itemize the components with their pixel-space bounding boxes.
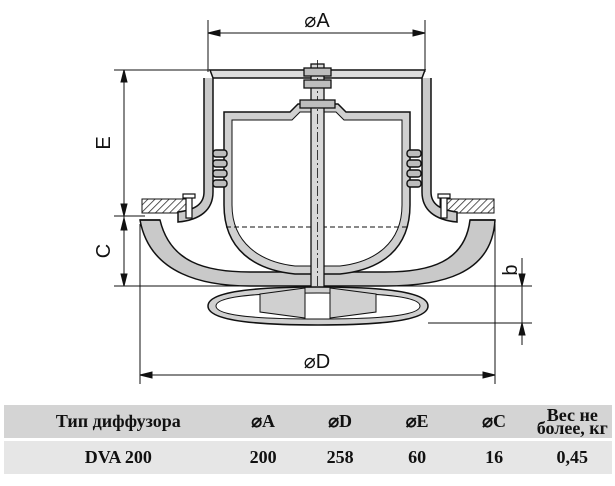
dimension-b xyxy=(388,258,532,345)
cell-e: 60 xyxy=(378,441,456,474)
bellows-left xyxy=(212,149,228,188)
spec-table: Тип диффузора ⌀A ⌀D ⌀E ⌀C Вес не более, … xyxy=(4,402,612,477)
ceiling-panel-right xyxy=(439,198,495,214)
diffuser-drawing: ⌀A xyxy=(93,10,532,384)
header-d: ⌀D xyxy=(301,405,379,438)
cell-weight: 0,45 xyxy=(532,441,612,474)
dimension-e xyxy=(114,69,212,217)
header-a: ⌀A xyxy=(224,405,302,438)
cell-c: 16 xyxy=(455,441,533,474)
mounting-screw-right xyxy=(437,193,451,219)
bellows-right xyxy=(406,149,422,188)
cell-type: DVA 200 xyxy=(4,441,225,474)
dimension-d xyxy=(139,224,496,384)
table-row: DVA 200 200 258 60 16 0,45 xyxy=(4,441,612,474)
dimension-c xyxy=(114,216,250,287)
dimension-b-label: b xyxy=(500,264,522,275)
dimension-a xyxy=(207,20,426,72)
dimension-c-label: C xyxy=(93,244,115,258)
cell-d: 258 xyxy=(301,441,379,474)
header-weight: Вес не более, кг xyxy=(532,405,612,438)
header-e: ⌀E xyxy=(378,405,456,438)
mounting-screw-left xyxy=(182,193,196,219)
header-c: ⌀C xyxy=(455,405,533,438)
dimension-e-label: E xyxy=(93,136,115,149)
header-type: Тип диффузора xyxy=(4,405,225,438)
dimension-d-label: ⌀D xyxy=(304,351,330,373)
center-rod xyxy=(299,60,336,325)
table-header-row: Тип диффузора ⌀A ⌀D ⌀E ⌀C Вес не более, … xyxy=(4,405,612,438)
cell-a: 200 xyxy=(224,441,302,474)
bottom-disk xyxy=(207,286,429,326)
dimension-a-label: ⌀A xyxy=(304,10,330,32)
